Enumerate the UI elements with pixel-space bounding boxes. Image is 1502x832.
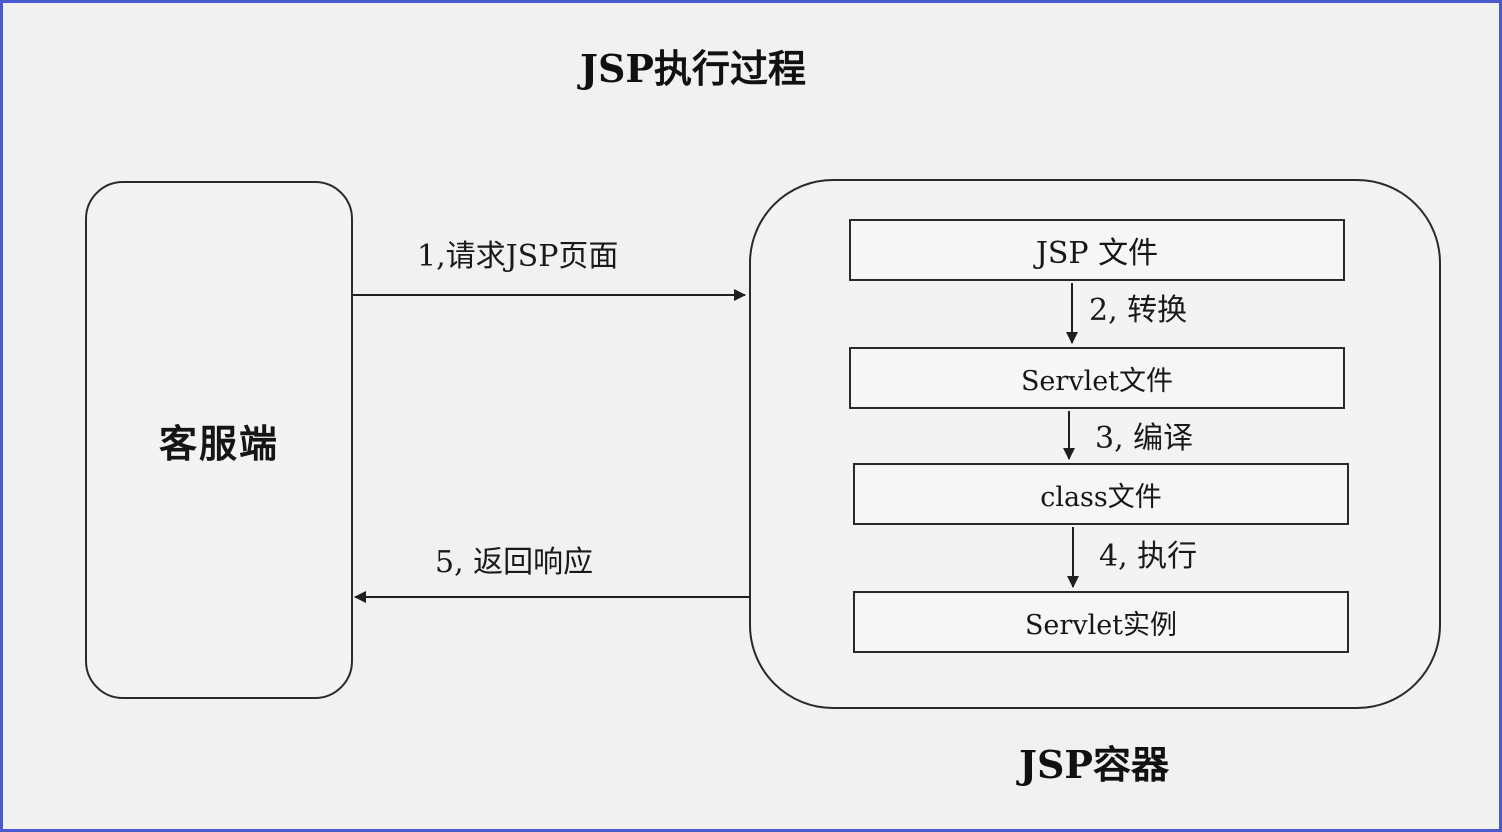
container-label: JSP容器 bbox=[1019, 742, 1169, 787]
step-jsp-file: JSP 文件 bbox=[849, 219, 1345, 281]
step-class-file: class文件 bbox=[853, 463, 1349, 525]
transition-label-compile: 3, 编译 bbox=[1095, 421, 1194, 456]
transition-label-execute: 4, 执行 bbox=[1099, 539, 1198, 574]
client-box: 客服端 bbox=[85, 181, 353, 699]
response-label: 5, 返回响应 bbox=[435, 545, 594, 580]
request-label: 1,请求JSP页面 bbox=[417, 239, 619, 274]
client-label: 客服端 bbox=[158, 420, 279, 466]
diagram-title: JSP执行过程 bbox=[580, 46, 806, 91]
transition-label-convert: 2, 转换 bbox=[1089, 293, 1188, 328]
step-servlet-instance: Servlet实例 bbox=[853, 591, 1349, 653]
step-servlet-file: Servlet文件 bbox=[849, 347, 1345, 409]
